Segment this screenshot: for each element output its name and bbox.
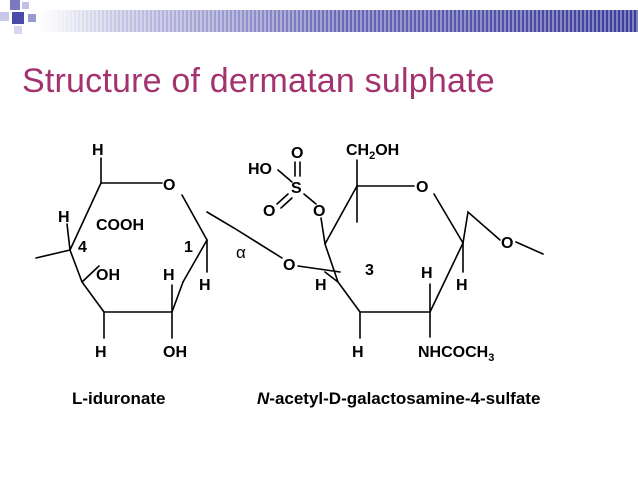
sulfate-ho: HO (248, 161, 272, 178)
sulfate-sulfur: S (291, 180, 302, 197)
banner-square-2 (22, 2, 29, 9)
galnac-h-c4: H (315, 277, 327, 294)
iduronate-oh-c3: OH (96, 267, 120, 284)
banner-square-1 (10, 0, 20, 10)
iduronate-oh-bottom: OH (163, 344, 187, 361)
sulfate-oxygen-bridge: O (313, 203, 325, 220)
iduronate-h-c2: H (163, 267, 175, 284)
iduronate-ring-oxygen: O (163, 177, 175, 194)
banner-square-3 (0, 12, 9, 21)
galnac-h-c2: H (421, 265, 433, 282)
slide-title: Structure of dermatan sulphate (22, 62, 495, 100)
galnac-number-3: 3 (365, 262, 374, 279)
galnac-caption: N-acetyl-D-galactosamine-4-sulfate (257, 389, 540, 408)
galnac-h-bottom: H (352, 344, 364, 361)
iduronate-h-c5: H (58, 209, 70, 226)
galnac-h-c1: H (456, 277, 468, 294)
iduronate-h-top: H (92, 142, 104, 159)
galnac-ch2oh: CH2OH (346, 142, 399, 162)
sulfate-oxygen-left: O (263, 203, 275, 220)
banner-square-5 (28, 14, 36, 22)
iduronate-cooh: COOH (96, 217, 144, 234)
iduronate-number-4: 4 (78, 239, 87, 256)
bond-lines (35, 157, 544, 339)
iduronate-h-bottom: H (95, 344, 107, 361)
galnac-nhcoch3: NHCOCH3 (418, 344, 494, 364)
sulfate-oxygen-top: O (291, 145, 303, 162)
alpha-linkage-symbol: α (236, 243, 246, 262)
title-banner (0, 0, 638, 34)
banner-square-4 (12, 12, 24, 24)
glycosidic-oxygen: O (283, 257, 295, 274)
iduronate-h-c1: H (199, 277, 211, 294)
iduronate-caption: L-iduronate (72, 389, 166, 408)
galnac-ring-oxygen: O (416, 179, 428, 196)
banner-square-6 (14, 26, 22, 34)
galnac-oxygen-right: O (501, 235, 513, 252)
iduronate-number-1: 1 (184, 239, 193, 256)
